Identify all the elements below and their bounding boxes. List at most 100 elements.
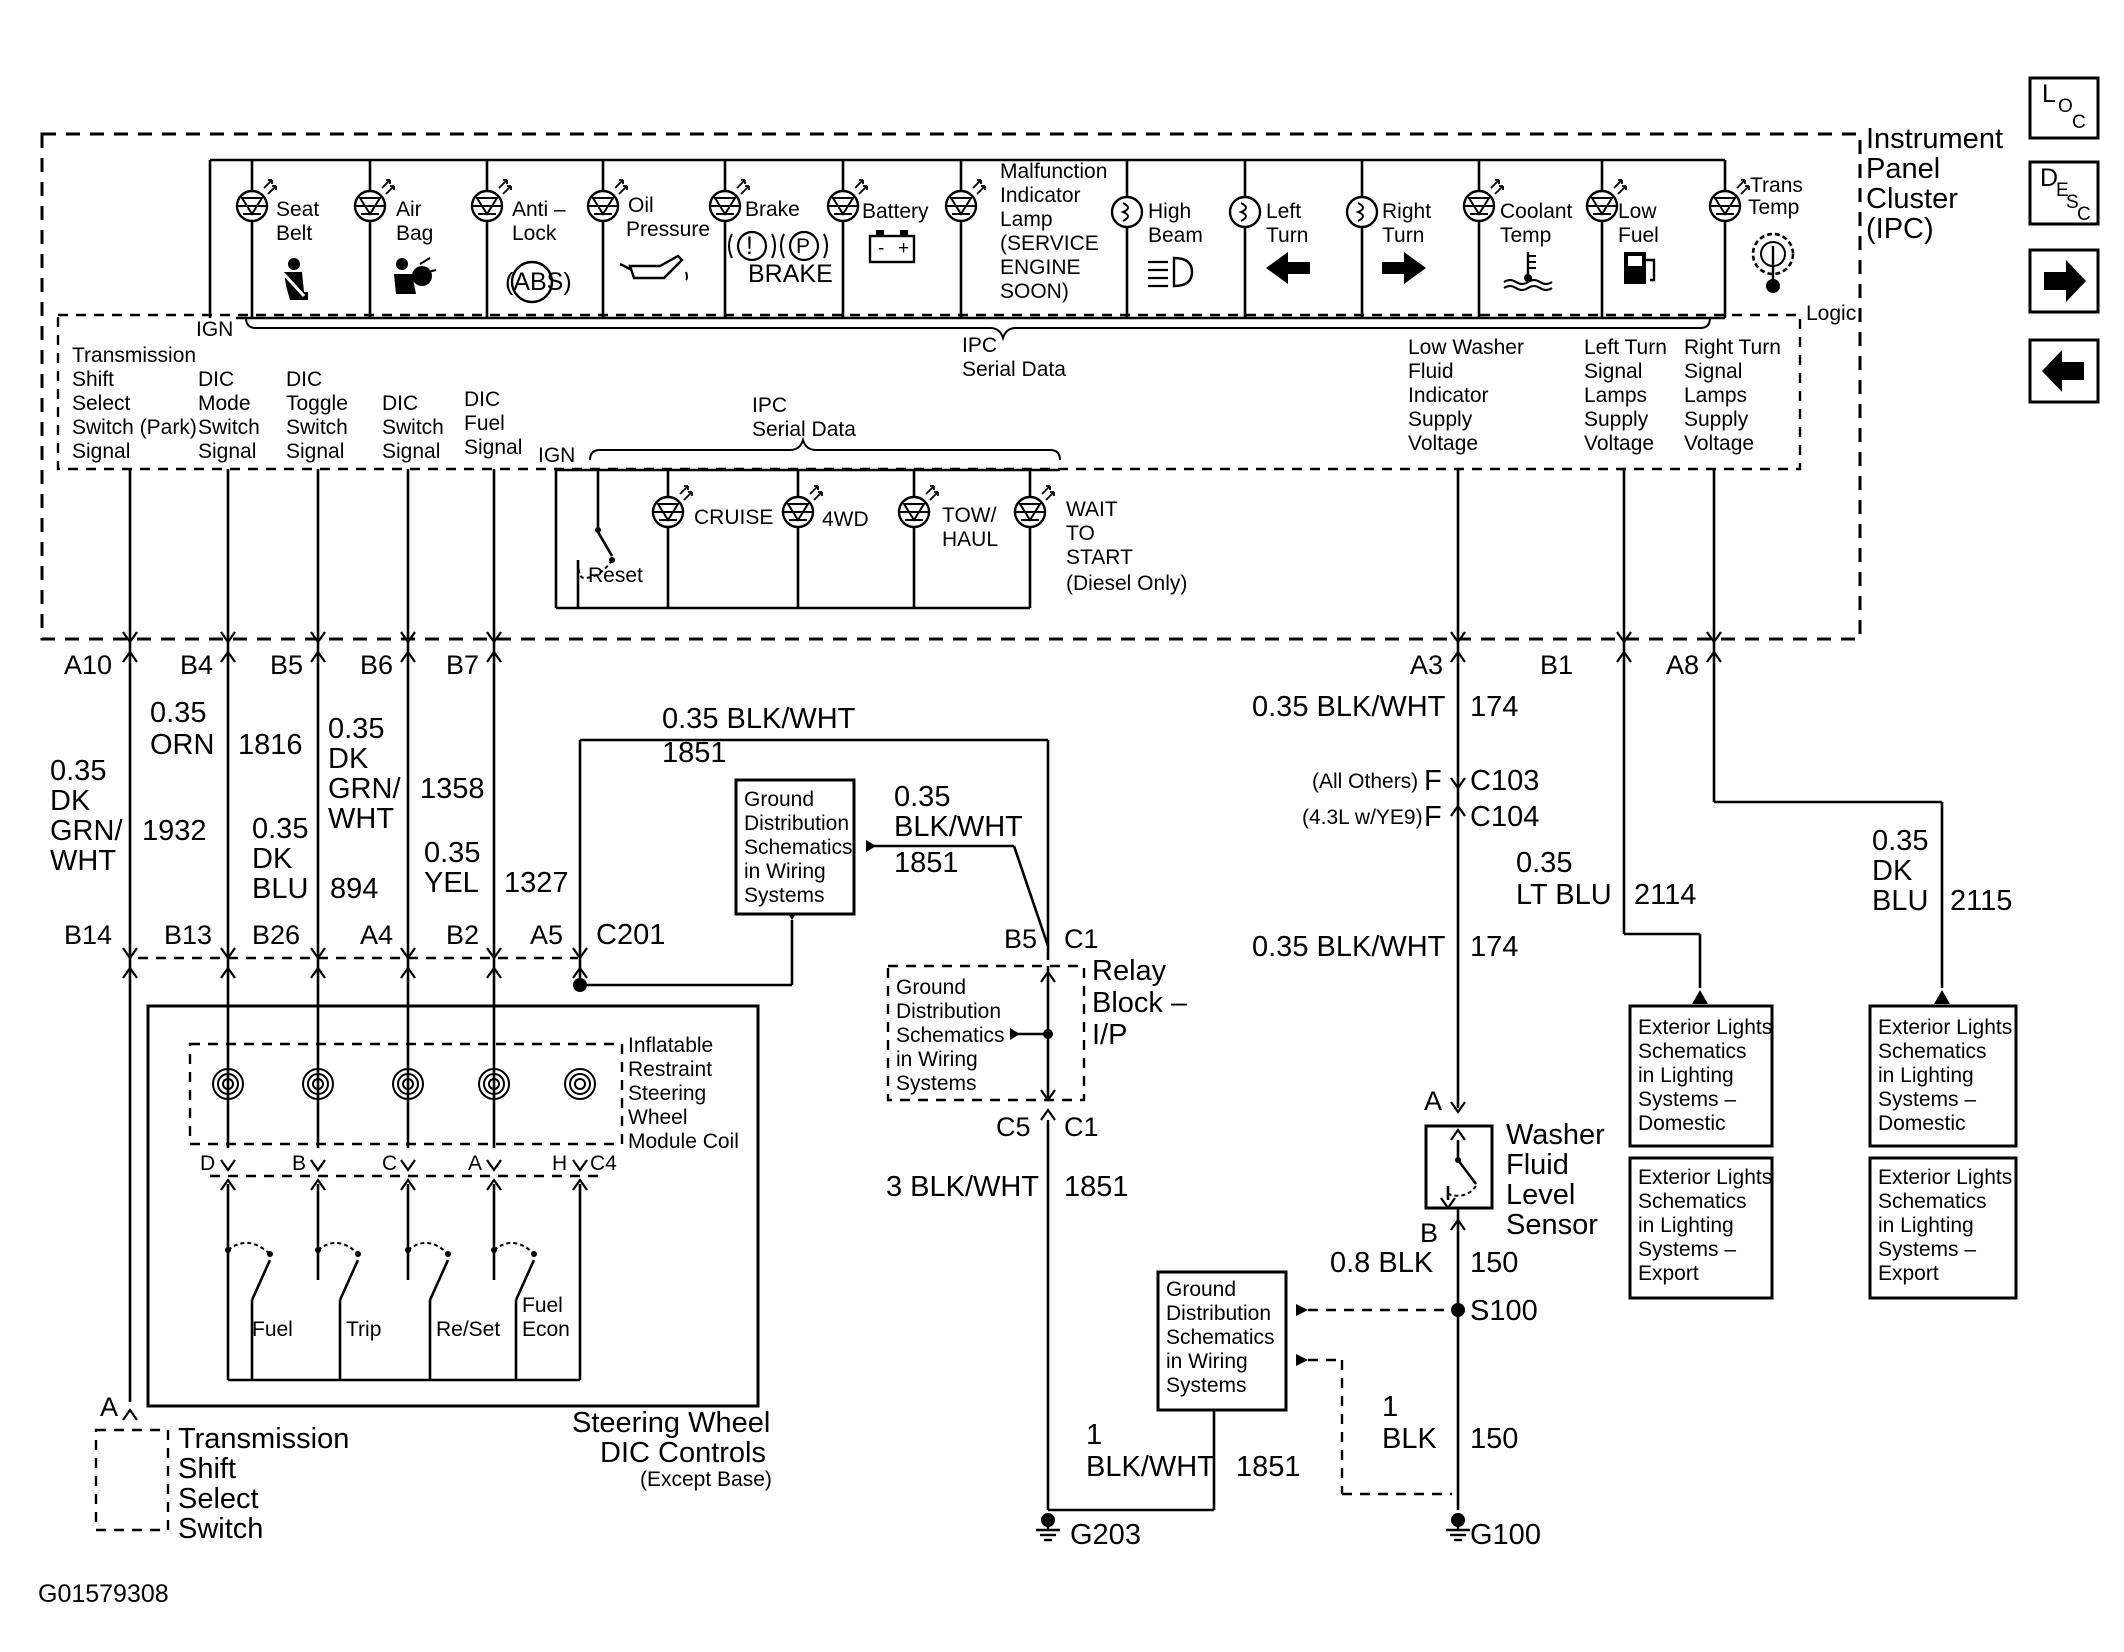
highbeam-icon (1148, 256, 1194, 288)
ground-dist-box-2[interactable]: Ground Distribution Schematics in Wiring… (1156, 1270, 1288, 1412)
w2114-gauge: 0.35 (1516, 847, 1572, 879)
w2114-color: LT BLU (1516, 879, 1612, 911)
leftturn-label-1: Left (1266, 200, 1301, 223)
w1851d-num: 1851 (1236, 1451, 1301, 1483)
w1358-c1: DK (328, 743, 369, 775)
ground-dist-2-links (1296, 1304, 1452, 1496)
sig-lturn-4: Supply (1584, 408, 1649, 431)
lower-serial-1: IPC (752, 394, 787, 417)
svg-text:Ground: Ground (1166, 1278, 1236, 1301)
coil-label-4: Wheel (628, 1106, 688, 1129)
w1932-c2: GRN/ (50, 815, 123, 847)
ext-lights-box-2[interactable]: Exterior Lights Schematics in Lighting S… (1628, 1156, 1774, 1300)
svg-text:in Wiring: in Wiring (1166, 1350, 1248, 1373)
trans-label-1: Trans (1750, 174, 1803, 197)
ext-lights-box-1[interactable]: Exterior Lights Schematics in Lighting S… (1628, 1004, 1774, 1148)
w2115-gauge: 0.35 (1872, 825, 1928, 857)
w1851b-color: BLK/WHT (894, 811, 1023, 843)
coil-pin-c: C (382, 1152, 397, 1175)
ipc-box (40, 132, 1862, 641)
w1358-num: 1358 (420, 773, 485, 805)
svg-text:Export: Export (1638, 1262, 1699, 1285)
w1851d-color: BLK/WHT (1086, 1451, 1215, 1483)
switch-fuel: Fuel (252, 1318, 293, 1341)
w174a-label: 0.35 BLK/WHT (1252, 691, 1446, 723)
sig-rturn-1: Right Turn (1684, 336, 1781, 359)
pin-b4: B4 (180, 650, 213, 680)
c201-pin-b26: B26 (252, 920, 300, 950)
coil-pin-h: H (552, 1152, 567, 1175)
svg-text:Schematics: Schematics (1878, 1040, 1987, 1063)
trans-switch-4: Switch (178, 1513, 263, 1545)
sig-trans-3: Select (72, 392, 131, 415)
wait-label-2: TO (1066, 522, 1095, 545)
washer-title-4: Sensor (1506, 1209, 1598, 1241)
switch-fuelecon-2: Econ (522, 1318, 570, 1341)
sig-mode-2: Mode (198, 392, 251, 415)
loc-label-l: L (2042, 80, 2056, 108)
svg-text:Export: Export (1878, 1262, 1939, 1285)
cruise-label: CRUISE (694, 506, 773, 529)
w1327-num: 1327 (504, 867, 569, 899)
sig-rturn-5: Voltage (1684, 432, 1754, 455)
battery-icon: - + (868, 230, 916, 264)
abs-label-1: Anti – (512, 198, 566, 221)
ext-lights-box-4[interactable]: Exterior Lights Schematics in Lighting S… (1868, 1156, 2018, 1300)
pin-b6: B6 (360, 650, 393, 680)
sig-rturn-4: Supply (1684, 408, 1749, 431)
svg-text:P: P (796, 235, 810, 258)
w150b-gauge: 1 (1382, 1391, 1398, 1423)
w1851c-label: 3 BLK/WHT (886, 1171, 1039, 1203)
switch-fuelecon-1: Fuel (522, 1294, 563, 1317)
svg-text:BRAKE: BRAKE (748, 260, 833, 288)
right-arrow-indicator-icon (1382, 252, 1426, 284)
mil-label-4: (SERVICE (1000, 232, 1099, 255)
sig-rturn-2: Signal (1684, 360, 1742, 383)
svg-text:in Lighting: in Lighting (1638, 1064, 1734, 1087)
figure-id: G01579308 (38, 1580, 169, 1608)
ground-dist-box-1[interactable]: Ground Distribution Schematics in Wiring… (734, 778, 856, 916)
svg-text:Systems –: Systems – (1878, 1238, 1976, 1261)
w1932-c3: WHT (50, 845, 116, 877)
seatbelt-icon (280, 258, 308, 300)
wait-label-3: START (1066, 546, 1133, 569)
relay-title-2: Block – (1092, 987, 1188, 1019)
serial-brace-upper (245, 317, 1711, 342)
trans-switch-2: Shift (178, 1453, 236, 1485)
w1932-c1: DK (50, 785, 91, 817)
washer-sensor (1424, 1100, 1494, 1542)
svg-text:in Wiring: in Wiring (744, 860, 826, 883)
svg-text:+: + (898, 238, 909, 259)
w1932-gauge: 0.35 (50, 755, 106, 787)
loc-button[interactable]: L O C (2028, 76, 2100, 140)
sig-switch-3: Signal (382, 440, 440, 463)
svg-text:Distribution: Distribution (744, 812, 849, 835)
w2115-c2: BLU (1872, 885, 1928, 917)
circuit-1851 (573, 738, 1222, 1542)
seatbelt-label-1: Seat (276, 198, 319, 221)
steering-title-1: Steering Wheel (572, 1407, 770, 1439)
w150b-color: BLK (1382, 1423, 1437, 1455)
lowfuel-label-2: Fuel (1618, 224, 1659, 247)
serial-brace-lower (589, 436, 1061, 461)
next-button[interactable] (2028, 248, 2100, 314)
svg-text:Exterior Lights: Exterior Lights (1638, 1166, 1772, 1189)
svg-text:Ground: Ground (744, 788, 814, 811)
prev-button[interactable] (2028, 338, 2100, 404)
ext-lights-box-3[interactable]: Exterior Lights Schematics in Lighting S… (1868, 1004, 2018, 1148)
relay-dist-box[interactable]: Ground Distribution Schematics in Wiring… (896, 976, 1005, 1095)
abs-icon: (ABS) (505, 260, 572, 304)
desc-button[interactable]: D E S C (2028, 160, 2100, 226)
c104-label: C104 (1470, 801, 1539, 833)
steering-sub: (Except Base) (640, 1468, 772, 1491)
sig-fuel-1: DIC (464, 388, 500, 411)
switch-reset: Re/Set (436, 1318, 500, 1341)
relay-pin-c5: C5 (996, 1112, 1031, 1142)
relay-pin-b5: B5 (1004, 924, 1037, 954)
serial-label-2: Serial Data (962, 358, 1066, 381)
c103-label: C103 (1470, 765, 1539, 797)
brake-icon: ! P BRAKE (728, 230, 833, 288)
pin-b7: B7 (446, 650, 479, 680)
serial-label-1: IPC (962, 334, 997, 357)
w894-c1: DK (252, 843, 293, 875)
